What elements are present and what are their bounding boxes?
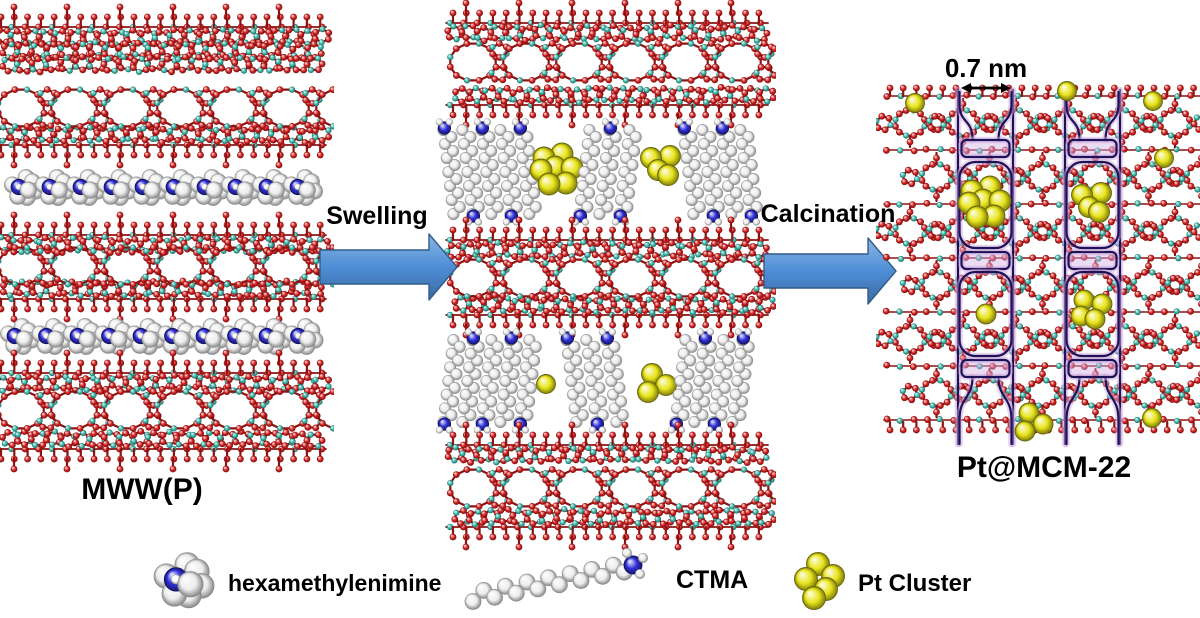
pt-mcm22-structure: [882, 84, 1200, 446]
calcination-arrow: [762, 238, 900, 306]
pore-size-label: 0.7 nm: [944, 53, 1028, 83]
swelling-arrow: [318, 234, 460, 302]
calcination-step-label: Calcination: [760, 200, 896, 228]
product-label: Pt@MCM-22: [956, 451, 1132, 484]
swollen-intermediate-structure: [440, 4, 770, 550]
legend-label-pt-cluster: Pt Cluster: [858, 570, 972, 597]
pt-cluster-icon: [792, 548, 862, 618]
swelling-step-label: Swelling: [326, 202, 428, 230]
mww-precursor-structure: [0, 8, 330, 468]
legend-label-hexamethylenimine: hexamethylenimine: [228, 570, 442, 596]
hexamethylenimine-icon: [152, 548, 216, 614]
ctma-icon: [465, 552, 651, 614]
legend-label-ctma: CTMA: [676, 566, 749, 594]
mww-precursor-label: MWW(P): [81, 473, 203, 506]
